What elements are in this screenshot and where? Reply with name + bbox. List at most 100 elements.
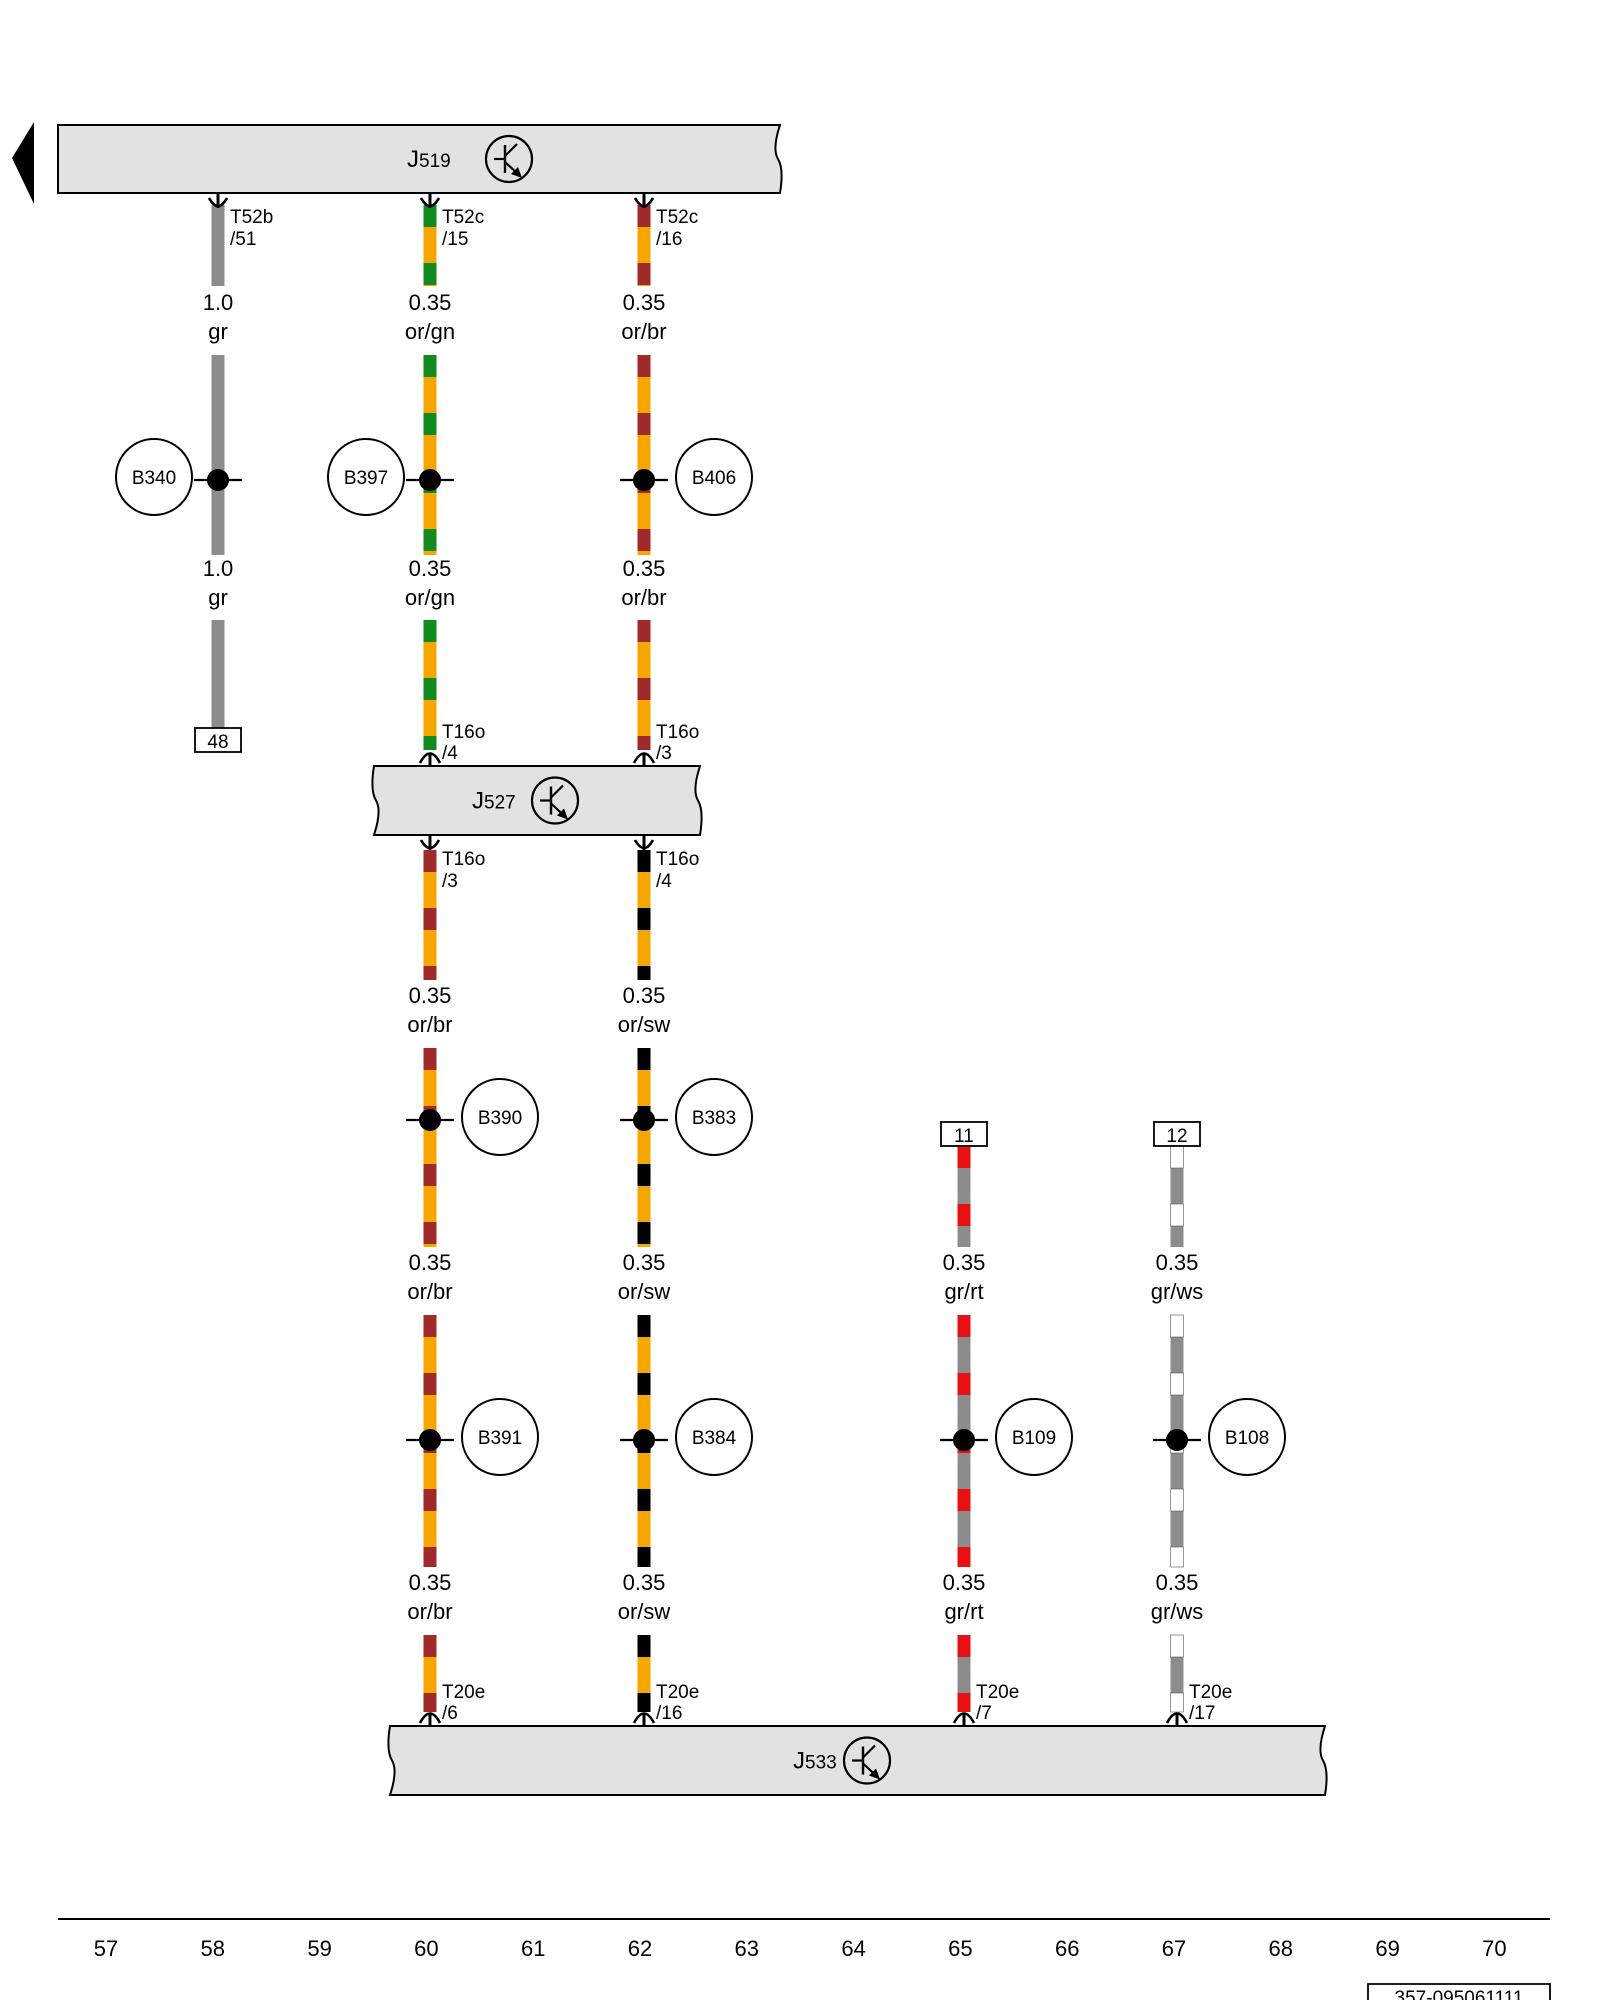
junction-label: B108 [1225, 1428, 1269, 1449]
wire-size: 0.35 [623, 556, 666, 581]
wire-color: gr/rt [944, 1279, 983, 1304]
junction-point[interactable]: B383 [620, 1078, 753, 1156]
grid-number: 61 [521, 1936, 545, 1961]
control-unit-icon [530, 776, 580, 825]
wire-color: gr/rt [944, 1599, 983, 1624]
connector-name: T16o [656, 722, 699, 743]
grid-number: 69 [1375, 1936, 1399, 1961]
grid-number: 60 [414, 1936, 438, 1961]
junction-point[interactable]: B391 [406, 1398, 539, 1476]
connector-pin-number: /6 [442, 1703, 458, 1724]
junction-point[interactable]: B390 [406, 1078, 539, 1156]
connector-pin: T52b/51 [207, 192, 273, 250]
connector-pin: T16o/3 [632, 722, 699, 766]
grid-number: 66 [1055, 1936, 1079, 1961]
junction-point[interactable]: B109 [940, 1398, 1073, 1476]
component-j519[interactable]: J519 [57, 124, 783, 194]
reference-number: 48 [207, 732, 228, 753]
junction-point[interactable]: B340 [115, 438, 242, 516]
j519-label: J519 [407, 146, 451, 173]
connector-pin: T16o/3 [419, 834, 485, 892]
connector-pin-number: /3 [656, 743, 672, 764]
j527-box-outline [371, 765, 703, 836]
connector-pin-number: /4 [656, 871, 672, 892]
wire-size: 1.0 [203, 556, 234, 581]
wire-size: 0.35 [409, 983, 452, 1008]
wire-color: or/br [621, 585, 666, 610]
wire-size: 0.35 [623, 1250, 666, 1275]
wire-color: or/sw [618, 1279, 671, 1304]
junction-point[interactable]: B384 [620, 1398, 753, 1476]
connector-pin-number: /15 [442, 229, 468, 250]
junction-label: B406 [692, 468, 736, 489]
junction-point[interactable]: B108 [1153, 1398, 1286, 1476]
junction-point[interactable]: B397 [327, 438, 454, 516]
j519-box-outline [57, 124, 783, 194]
reference-box[interactable]: 48 [194, 727, 242, 753]
wire-size: 0.35 [1156, 1570, 1199, 1595]
junction-label: B109 [1012, 1428, 1056, 1449]
wire-size: 0.35 [623, 983, 666, 1008]
connector-pin: T16o/4 [418, 722, 485, 766]
connector-pin-number: /4 [442, 743, 458, 764]
connector-name: T16o [442, 722, 485, 743]
wire-color: or/gn [405, 319, 455, 344]
junction-label: B397 [344, 468, 388, 489]
connector-name: T52c [656, 207, 698, 228]
wire-color: gr [208, 319, 228, 344]
wire-color: or/br [407, 1279, 452, 1304]
connector-name: T52c [442, 207, 484, 228]
junction-label: B384 [692, 1428, 737, 1449]
wire-color: or/br [407, 1599, 452, 1624]
wire-color: or/sw [618, 1012, 671, 1037]
connector-pin: T52c/16 [633, 192, 698, 250]
connector-name: T20e [976, 1682, 1019, 1703]
control-unit-icon [842, 1736, 892, 1785]
connector-pin-number: /16 [656, 229, 682, 250]
wire-size: 0.35 [409, 1570, 452, 1595]
junction-label: B391 [478, 1428, 522, 1449]
component-j533[interactable]: J533 [387, 1725, 1328, 1796]
j527-label: J527 [472, 788, 516, 815]
wire-size: 0.35 [1156, 1250, 1199, 1275]
reference-number: 11 [954, 1126, 974, 1147]
component-j527[interactable]: J527 [371, 765, 703, 836]
wire-color: gr/ws [1151, 1279, 1204, 1304]
junction-point[interactable]: B406 [620, 438, 753, 516]
junction-label: B390 [478, 1108, 522, 1129]
wire-size: 0.35 [943, 1250, 986, 1275]
wire-size: 0.35 [623, 290, 666, 315]
grid-number: 59 [307, 1936, 331, 1961]
wire-color: or/br [407, 1012, 452, 1037]
grid-number: 63 [735, 1936, 759, 1961]
wire-w62b[interactable]: T16o/40.35or/sw0.35or/sw0.35or/swB383B38… [618, 834, 753, 1726]
connector-pin-number: /16 [656, 1703, 682, 1724]
grid-number: 58 [201, 1936, 225, 1961]
connector-name: T20e [442, 1682, 485, 1703]
wire-size: 1.0 [203, 290, 234, 315]
wire-color: gr/ws [1151, 1599, 1204, 1624]
reference-box[interactable]: 12 [1153, 1121, 1201, 1147]
junction-label: B340 [132, 468, 176, 489]
wire-size: 0.35 [943, 1570, 986, 1595]
grid-number: 67 [1162, 1936, 1186, 1961]
wire-size: 0.35 [409, 290, 452, 315]
wire-w60b[interactable]: T16o/30.35or/br0.35or/br0.35or/brB390B39… [406, 834, 539, 1726]
page-continuation-arrow-icon[interactable] [12, 122, 34, 204]
footer-code-text: 357-095061111 [1395, 1988, 1524, 2000]
junction-label: B383 [692, 1108, 736, 1129]
grid-number: 64 [841, 1936, 865, 1961]
connector-pin: T20e/6 [418, 1682, 485, 1726]
reference-box[interactable]: 11 [940, 1121, 988, 1147]
connector-pin: T52c/15 [419, 192, 484, 250]
wire-color: or/sw [618, 1599, 671, 1624]
wire-size: 0.35 [409, 1250, 452, 1275]
wire-color: gr [208, 585, 228, 610]
